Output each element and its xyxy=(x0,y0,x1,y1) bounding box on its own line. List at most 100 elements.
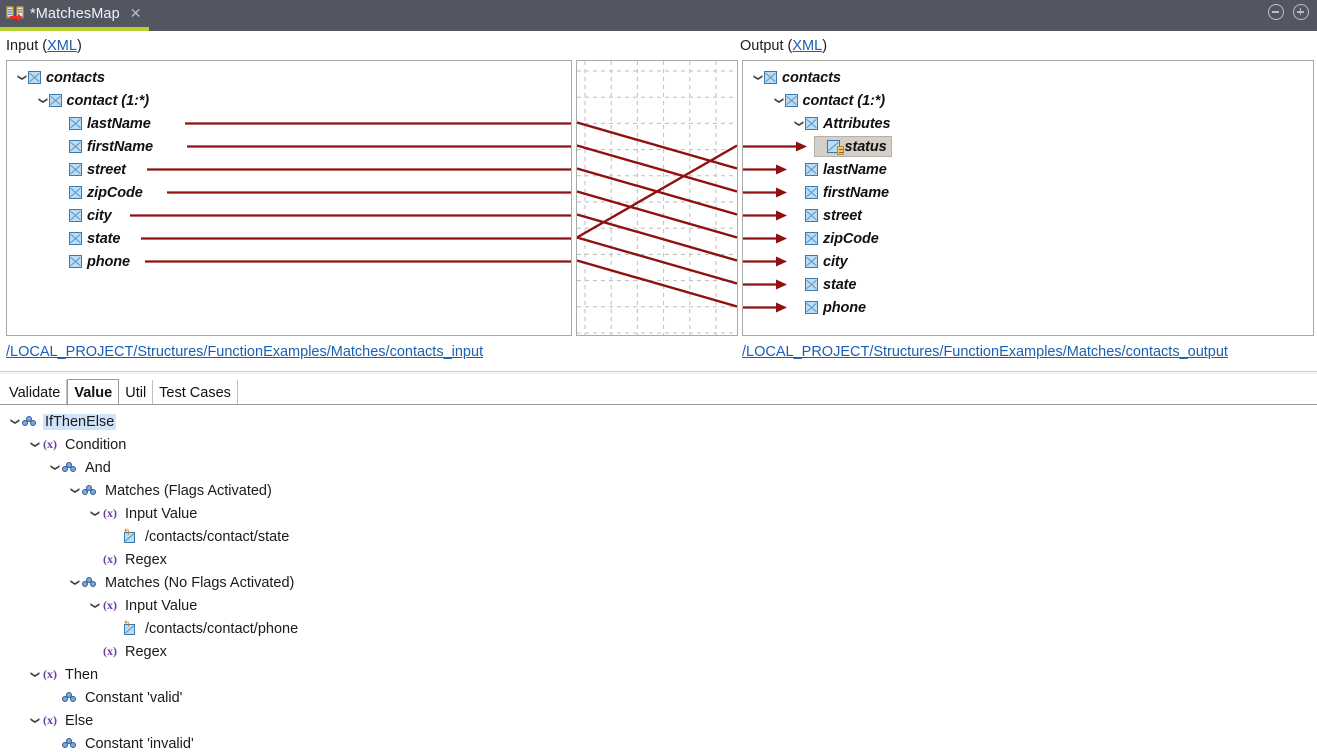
function-node-input-value[interactable]: ❯(x)Input Value xyxy=(88,502,199,525)
output-node-zipcode[interactable]: ❯zipCode xyxy=(793,227,879,250)
output-node-state[interactable]: ❯state xyxy=(793,273,856,296)
function-node-label: /contacts/contact/state xyxy=(145,528,290,545)
input-source-link[interactable]: /LOCAL_PROJECT/Structures/FunctionExampl… xyxy=(6,344,484,360)
input-node-contacts[interactable]: ❯contacts xyxy=(16,66,105,89)
element-icon xyxy=(69,117,82,130)
variable-icon: (x) xyxy=(43,667,57,681)
function-icon xyxy=(22,415,38,429)
function-node-and[interactable]: ❯And xyxy=(48,456,113,479)
output-node-street[interactable]: ❯street xyxy=(793,204,862,227)
tab-test-cases[interactable]: Test Cases xyxy=(153,380,238,405)
tab-value[interactable]: Value xyxy=(67,379,120,406)
function-node-label: Input Value xyxy=(125,505,198,522)
variable-icon: (x) xyxy=(103,598,117,612)
output-label-suffix: ) xyxy=(822,38,828,54)
function-node-condition[interactable]: ❯(x)Condition xyxy=(28,433,128,456)
element-icon xyxy=(805,301,818,314)
element-icon xyxy=(69,186,82,199)
tree-node-label: phone xyxy=(87,253,130,270)
input-label-suffix: ) xyxy=(76,38,82,54)
editor-tab-label: *MatchesMap xyxy=(30,5,120,22)
function-node-label: Input Value xyxy=(125,597,198,614)
attribute-icon xyxy=(826,140,844,155)
element-icon xyxy=(764,71,777,84)
input-node-contact-1[interactable]: ❯contact (1:*) xyxy=(37,89,150,112)
function-node-contacts-contact-phone[interactable]: ❯↰/contacts/contact/phone xyxy=(108,617,300,640)
input-node-street[interactable]: ❯street xyxy=(57,158,126,181)
close-icon[interactable]: ✕ xyxy=(129,5,142,22)
function-node-label: Then xyxy=(65,666,99,683)
maximize-icon[interactable] xyxy=(1293,4,1309,20)
output-node-city[interactable]: ❯city xyxy=(793,250,848,273)
variable-icon: (x) xyxy=(43,713,57,727)
bottom-tab-underline xyxy=(0,404,1317,405)
function-tree[interactable]: ❯IfThenElse❯(x)Condition❯And❯Matches (Fl… xyxy=(0,406,1317,752)
function-node-constant-valid[interactable]: ❯Constant 'valid' xyxy=(48,686,184,709)
function-node-label: Regex xyxy=(125,643,167,660)
element-icon xyxy=(48,94,62,107)
input-node-state[interactable]: ❯state xyxy=(57,227,120,250)
element-icon xyxy=(69,232,82,245)
tree-node-label: state xyxy=(87,230,121,247)
panel-divider xyxy=(0,371,1317,372)
function-node-label: And xyxy=(85,459,111,476)
output-node-phone[interactable]: ❯phone xyxy=(793,296,866,319)
output-node-contact-1[interactable]: ❯contact (1:*) xyxy=(773,89,886,112)
input-xml-link[interactable]: XML xyxy=(47,38,77,54)
tab-util[interactable]: Util xyxy=(119,380,154,405)
function-icon xyxy=(62,737,78,751)
output-label-prefix: Output ( xyxy=(740,38,793,54)
function-node-input-value[interactable]: ❯(x)Input Value xyxy=(88,594,199,617)
input-node-zipcode[interactable]: ❯zipCode xyxy=(57,181,143,204)
function-node-regex[interactable]: ❯(x)Regex xyxy=(88,548,169,571)
tree-node-label: contacts xyxy=(46,69,105,86)
output-node-lastname[interactable]: ❯lastName xyxy=(793,158,887,181)
function-node-label: Else xyxy=(65,712,94,729)
element-icon xyxy=(805,117,818,130)
xpath-icon: ↰ xyxy=(122,528,138,544)
input-node-firstname[interactable]: ❯firstName xyxy=(57,135,153,158)
input-panel-label: Input (XML) xyxy=(6,38,82,54)
input-node-city[interactable]: ❯city xyxy=(57,204,112,227)
element-icon xyxy=(69,140,82,153)
function-node-else[interactable]: ❯(x)Else xyxy=(28,709,95,732)
output-node-status[interactable]: ❯status xyxy=(813,136,892,157)
title-bar: *MatchesMap ✕ xyxy=(0,0,1317,31)
variable-icon: (x) xyxy=(103,644,117,658)
function-node-regex[interactable]: ❯(x)Regex xyxy=(88,640,169,663)
output-source-link[interactable]: /LOCAL_PROJECT/Structures/FunctionExampl… xyxy=(742,344,1228,360)
element-icon xyxy=(805,255,818,268)
tree-node-label: zipCode xyxy=(823,230,879,247)
tree-node-label: contact (1:*) xyxy=(66,92,150,109)
output-structure-tree[interactable]: ❯contacts❯contact (1:*)❯Attributes❯statu… xyxy=(742,60,1314,336)
tab-validate[interactable]: Validate xyxy=(3,380,68,405)
tree-node-label: status xyxy=(844,138,887,155)
function-node-then[interactable]: ❯(x)Then xyxy=(28,663,100,686)
tree-node-label: firstName xyxy=(87,138,153,155)
function-node-matches-no-flags-activated[interactable]: ❯Matches (No Flags Activated) xyxy=(68,571,296,594)
output-xml-link[interactable]: XML xyxy=(792,38,823,54)
panel-divider-shadow xyxy=(0,373,1317,374)
function-node-ifthenelse[interactable]: ❯IfThenElse xyxy=(8,410,117,433)
element-icon xyxy=(805,278,818,291)
function-node-contacts-contact-state[interactable]: ❯↰/contacts/contact/state xyxy=(108,525,291,548)
tree-node-label: firstName xyxy=(823,184,889,201)
tree-node-label: phone xyxy=(823,299,866,316)
output-node-firstname[interactable]: ❯firstName xyxy=(793,181,889,204)
input-node-lastname[interactable]: ❯lastName xyxy=(57,112,151,135)
input-label-prefix: Input ( xyxy=(6,38,48,54)
variable-icon: (x) xyxy=(103,552,117,566)
function-node-constant-invalid[interactable]: ❯Constant 'invalid' xyxy=(48,732,196,752)
input-node-phone[interactable]: ❯phone xyxy=(57,250,130,273)
minimize-icon[interactable] xyxy=(1268,4,1284,20)
editor-tab-matchesmap[interactable]: *MatchesMap ✕ xyxy=(0,0,150,31)
input-structure-tree[interactable]: ❯contacts❯contact (1:*)❯lastName❯firstNa… xyxy=(6,60,572,336)
tree-node-label: lastName xyxy=(87,115,151,132)
tree-node-label: city xyxy=(87,207,112,224)
output-node-contacts[interactable]: ❯contacts xyxy=(752,66,841,89)
mapping-canvas[interactable] xyxy=(576,60,738,336)
function-node-matches-flags-activated[interactable]: ❯Matches (Flags Activated) xyxy=(68,479,274,502)
output-node-attributes[interactable]: ❯Attributes xyxy=(793,112,891,135)
tree-node-label: contacts xyxy=(782,69,841,86)
xpath-icon: ↰ xyxy=(122,620,138,636)
